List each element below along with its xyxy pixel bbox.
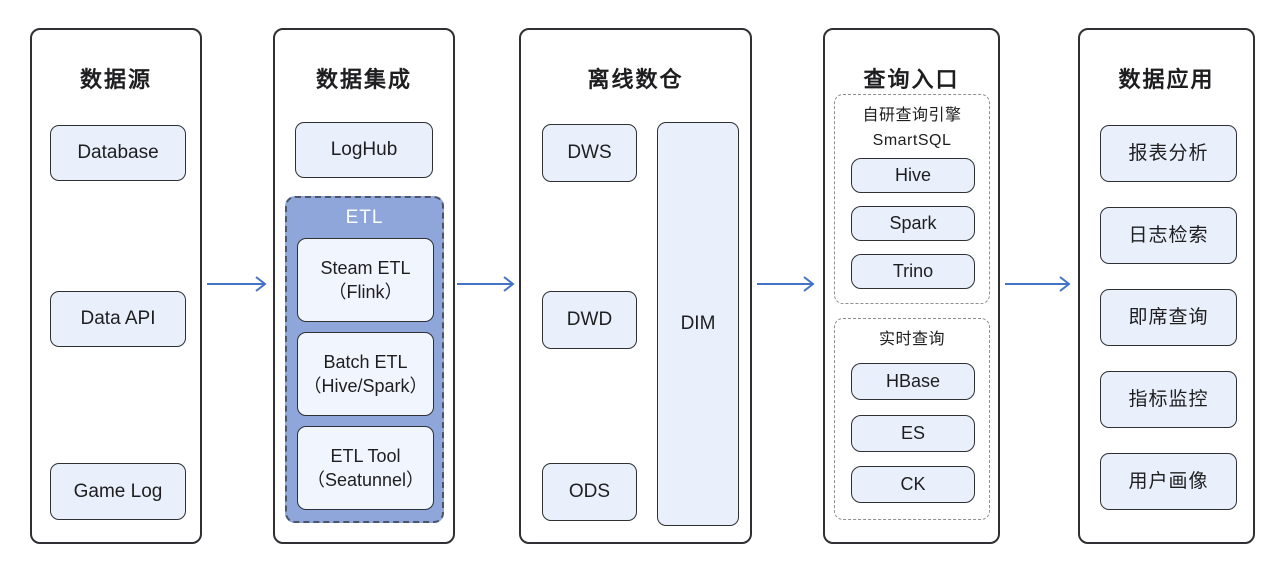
flow-arrow-2 <box>457 276 515 292</box>
etl-group: ETL Steam ETL （Flink） Batch ETL （Hive/Sp… <box>285 196 444 523</box>
node-log-search: 日志检索 <box>1100 207 1237 264</box>
node-etl-tool: ETL Tool （Seatunnel） <box>297 426 434 510</box>
node-database: Database <box>50 125 186 181</box>
column-data-source: 数据源 Database Data API Game Log <box>30 28 202 544</box>
query-group-realtime-label: 实时查询 <box>878 331 945 348</box>
node-loghub: LogHub <box>295 122 433 178</box>
node-trino: Trino <box>851 254 975 289</box>
etl-group-label: ETL <box>345 207 384 228</box>
column-offline-warehouse: 离线数仓 DWS DWD ODS DIM <box>519 28 752 544</box>
node-hbase: HBase <box>851 363 975 400</box>
node-game-log: Game Log <box>50 463 186 520</box>
node-es: ES <box>851 415 975 452</box>
column-data-integration-title: 数据集成 <box>315 67 412 92</box>
column-offline-warehouse-title: 离线数仓 <box>587 67 684 92</box>
flow-arrow-1 <box>207 276 267 292</box>
node-ods: ODS <box>542 463 637 521</box>
node-data-api: Data API <box>50 291 186 347</box>
query-group-smartsql: 自研查询引擎 SmartSQL Hive Spark Trino <box>834 94 990 304</box>
column-query-entry: 查询入口 自研查询引擎 SmartSQL Hive Spark Trino 实时… <box>823 28 1000 544</box>
column-data-application: 数据应用 报表分析 日志检索 即席查询 指标监控 用户画像 <box>1078 28 1255 544</box>
node-dwd: DWD <box>542 291 637 349</box>
node-dim: DIM <box>657 122 739 526</box>
flow-arrow-4 <box>1005 276 1071 292</box>
column-query-entry-title: 查询入口 <box>863 67 960 92</box>
flow-arrow-3 <box>757 276 815 292</box>
column-data-application-title: 数据应用 <box>1118 67 1215 92</box>
node-metric-monitor: 指标监控 <box>1100 371 1237 428</box>
query-group-realtime: 实时查询 HBase ES CK <box>834 318 990 520</box>
column-data-integration: 数据集成 LogHub ETL Steam ETL （Flink） Batch … <box>273 28 455 544</box>
node-spark: Spark <box>851 206 975 241</box>
column-data-source-title: 数据源 <box>79 67 152 92</box>
node-ck: CK <box>851 466 975 503</box>
node-user-profile: 用户画像 <box>1100 453 1237 510</box>
node-dws: DWS <box>542 124 637 182</box>
node-stream-etl: Steam ETL （Flink） <box>297 238 434 322</box>
node-batch-etl: Batch ETL （Hive/Spark） <box>297 332 434 416</box>
node-report-analysis: 报表分析 <box>1100 125 1237 182</box>
node-adhoc-query: 即席查询 <box>1100 289 1237 346</box>
query-group-smartsql-label: 自研查询引擎 SmartSQL <box>862 107 962 149</box>
node-hive: Hive <box>851 158 975 193</box>
